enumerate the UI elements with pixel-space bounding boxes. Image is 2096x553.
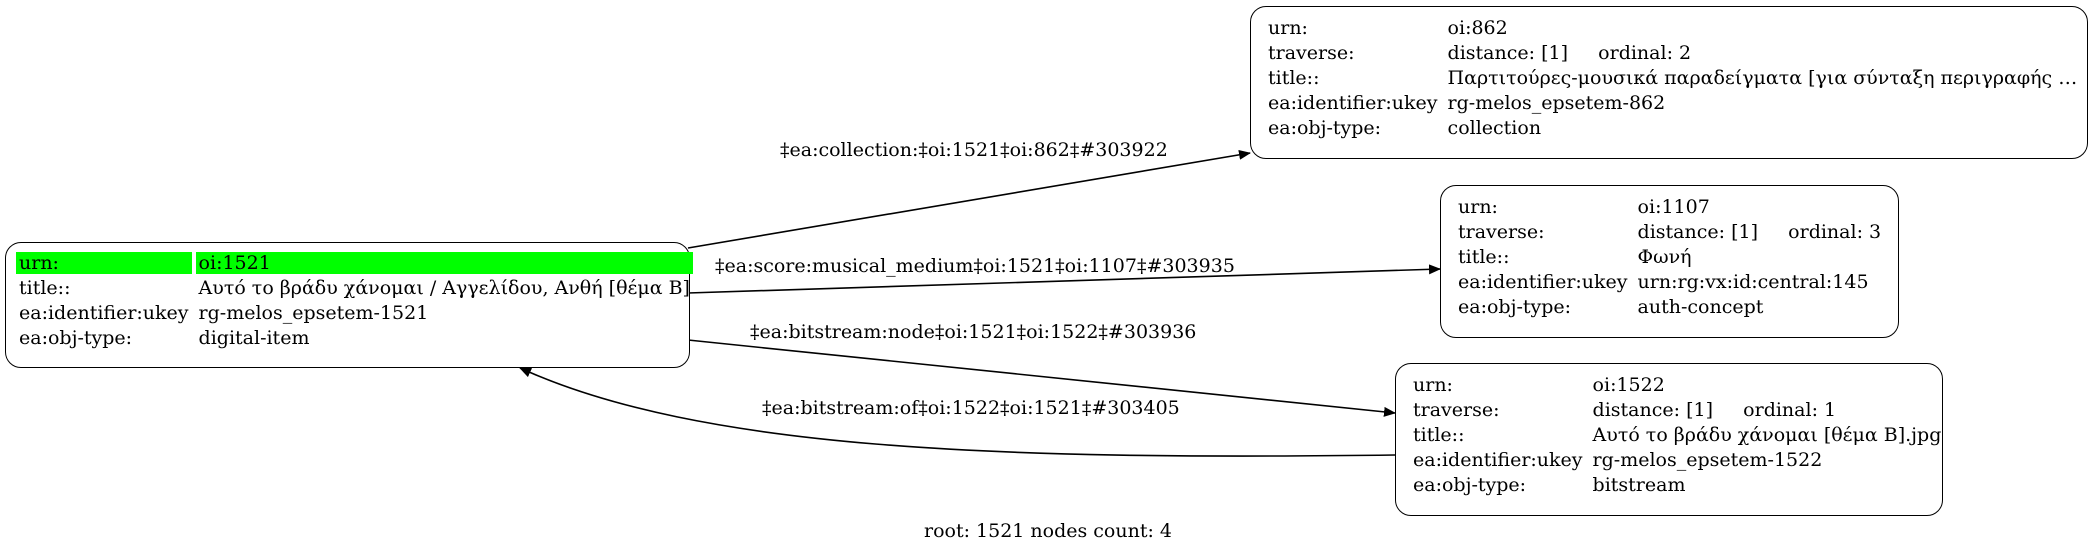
row-value: oi:1521 xyxy=(195,252,693,274)
node-row-objtype: ea:obj-type: auth-concept xyxy=(1455,296,1884,318)
title-text: Παρτιτούρες-μουσικά παραδείγματα [για σύ… xyxy=(1447,67,2088,89)
edge-bitstream-of xyxy=(519,367,1396,457)
node-row-urn: urn: oi:1107 xyxy=(1455,196,1884,218)
row-value: Παρτιτούρες-μουσικά παραδείγματα [για σύ… xyxy=(1445,67,2091,89)
row-value: Φωνή xyxy=(1637,246,1692,268)
node-row-traverse: traverse: distance: [1] ordinal: 1 xyxy=(1410,399,1944,421)
row-value: Αυτό το βράδυ χάνομαι / Αγγελίδου, Ανθή … xyxy=(198,277,690,299)
row-key: ea:identifier:ukey xyxy=(19,302,189,324)
row-value: digital-item xyxy=(198,327,310,349)
row-key: title:: xyxy=(1413,424,1465,446)
row-key: title:: xyxy=(1268,67,1320,89)
row-key: urn: xyxy=(1458,196,1498,218)
edge-label-score: ‡ea:score:musical_medium‡oi:1521‡oi:1107… xyxy=(715,255,1235,277)
node-row-objtype: ea:obj-type: bitstream xyxy=(1410,474,1944,496)
row-key: ea:identifier:ukey xyxy=(1268,92,1438,114)
row-key: urn: xyxy=(1268,17,1308,39)
row-key: traverse: xyxy=(1458,221,1545,243)
row-key: title:: xyxy=(19,277,71,299)
graph-footer: root: 1521 nodes count: 4 xyxy=(923,520,1173,542)
row-value: Αυτό το βράδυ χάνομαι [θέμα Β].jpg xyxy=(1592,424,1942,446)
row-value: collection xyxy=(1447,117,1542,139)
edge-score xyxy=(687,264,1441,294)
row-value: oi:862 xyxy=(1447,17,1508,39)
node-row-traverse: traverse: distance: [1] ordinal: 2 xyxy=(1265,42,2091,64)
node-row-title: title:: Αυτό το βράδυ χάνομαι / Αγγελίδο… xyxy=(16,277,693,299)
row-value: distance: [1] ordinal: 1 xyxy=(1592,399,1837,421)
node-row-ukey: ea:identifier:ukey urn:rg:vx:id:central:1… xyxy=(1455,271,1884,293)
row-key: urn: xyxy=(1413,374,1453,396)
row-value: oi:1107 xyxy=(1637,196,1710,218)
row-value: bitstream xyxy=(1592,474,1686,496)
row-key: ea:obj-type: xyxy=(1458,296,1572,318)
row-key: title:: xyxy=(1458,246,1510,268)
row-key: ea:identifier:ukey xyxy=(1458,271,1628,293)
node-row-ukey: ea:identifier:ukey rg-melos_epsetem-1521 xyxy=(16,302,693,324)
node-row-urn: urn: oi:1521 xyxy=(16,252,693,274)
edge-label-bitstream-of: ‡ea:bitstream:of‡oi:1522‡oi:1521‡#303405 xyxy=(762,397,1180,419)
node-row-title: title::Αυτό το βράδυ χάνομαι [θέμα Β].jp… xyxy=(1410,424,1944,446)
edge-label-bitstream-node: ‡ea:bitstream:node‡oi:1521‡oi:1522‡#3039… xyxy=(750,321,1197,343)
node-row-ukey: ea:identifier:ukey rg-melos_epsetem-862 xyxy=(1265,92,2091,114)
row-key: traverse: xyxy=(1268,42,1355,64)
row-value: rg-melos_epsetem-1522 xyxy=(1592,449,1823,471)
row-value: oi:1522 xyxy=(1592,374,1665,396)
row-key: ea:obj-type: xyxy=(19,327,133,349)
node-oi-1522[interactable]: urn: oi:1522 traverse: distance: [1] ordin… xyxy=(1395,363,1943,516)
node-row-urn: urn: oi:1522 xyxy=(1410,374,1944,396)
edge-bitstream-node xyxy=(687,339,1396,417)
row-value: urn:rg:vx:id:central:145 xyxy=(1637,271,1869,293)
edge-label-collection: ‡ea:collection:‡oi:1521‡oi:862‡#303922 xyxy=(780,139,1168,161)
node-row-ukey: ea:identifier:ukey rg-melos_epsetem-1522 xyxy=(1410,449,1944,471)
node-root[interactable]: urn: oi:1521 title:: Αυτό το βράδυ χάνομ… xyxy=(5,242,693,368)
row-key: ea:obj-type: xyxy=(1268,117,1382,139)
node-row-title: title::Παρτιτούρες-μουσικά παραδείγματα … xyxy=(1265,67,2091,89)
node-oi-862[interactable]: urn: oi:862 traverse: distance: [1] ordina… xyxy=(1250,6,2088,159)
node-row-objtype: ea:obj-type: digital-item xyxy=(16,327,693,349)
node-oi-1107[interactable]: urn: oi:1107 traverse: distance: [1] ordin… xyxy=(1440,185,1899,338)
node-row-objtype: ea:obj-type: collection xyxy=(1265,117,2091,139)
row-value: rg-melos_epsetem-1521 xyxy=(198,302,429,324)
edge-collection xyxy=(687,149,1251,249)
row-value: distance: [1] ordinal: 3 xyxy=(1637,221,1882,243)
row-value: rg-melos_epsetem-862 xyxy=(1447,92,1666,114)
row-key: urn: xyxy=(16,252,192,274)
node-row-urn: urn: oi:862 xyxy=(1265,17,2091,39)
row-value: auth-concept xyxy=(1637,296,1764,318)
row-key: ea:identifier:ukey xyxy=(1413,449,1583,471)
row-key: ea:obj-type: xyxy=(1413,474,1527,496)
row-value: distance: [1] ordinal: 2 xyxy=(1447,42,1692,64)
row-key: traverse: xyxy=(1413,399,1500,421)
node-row-title: title::Φωνή xyxy=(1455,246,1884,268)
node-row-traverse: traverse: distance: [1] ordinal: 3 xyxy=(1455,221,1884,243)
